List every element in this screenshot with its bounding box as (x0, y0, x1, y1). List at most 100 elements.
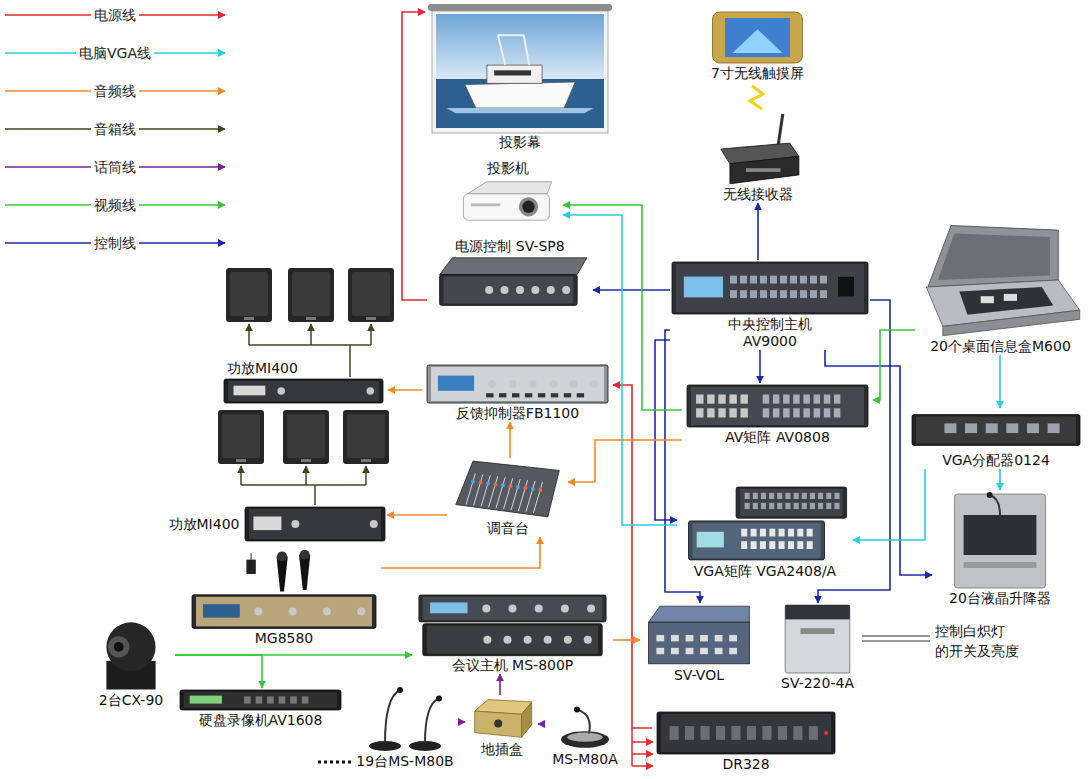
device-picture-part-part (526, 481, 535, 512)
device-picture-part-part (740, 489, 843, 516)
device-picture-part-part (790, 276, 797, 284)
device-picture-part-part (529, 380, 537, 388)
device-label: MG8580 (187, 630, 381, 647)
device-node: MG8580 (187, 550, 381, 647)
device-picture-part-part (769, 493, 774, 499)
device-picture-part-part (485, 286, 493, 294)
device-picture-part-part (267, 696, 274, 703)
power-feed (631, 728, 633, 766)
device-picture-part-part (770, 276, 777, 284)
device-picture-part-part (254, 608, 262, 616)
speaker-wire (310, 324, 312, 345)
device-node: 地插盒 (465, 695, 538, 758)
cable-connector (175, 655, 262, 688)
device-picture-part-part (731, 726, 740, 740)
device-label: 会议主机 MS-800P (412, 657, 613, 674)
device-label: MS-M80A (542, 751, 628, 768)
device-picture-part-part (769, 529, 775, 537)
device-picture-part-part (761, 493, 766, 499)
device-picture-part-part (499, 393, 506, 397)
device-picture-part-part (367, 387, 375, 395)
device-picture-part-part (574, 707, 580, 713)
device-picture-part-part (180, 690, 341, 710)
device-picture-part (935, 490, 1065, 590)
device-node: 中央控制主机 AV9000 (670, 260, 870, 350)
device-picture-part-part (670, 726, 679, 740)
device-picture-part-part (516, 286, 524, 294)
device-picture-part-part (770, 290, 777, 298)
device-node: SV-220-4A (772, 603, 863, 692)
device-picture-part-part (959, 287, 1053, 315)
device-picture-part-part (440, 258, 587, 275)
device-picture-part (910, 408, 1082, 452)
device-picture-part-part (498, 35, 505, 65)
device-picture (682, 383, 873, 429)
device-picture-part-part (745, 503, 750, 509)
device-picture-part-part (691, 387, 864, 425)
device-picture-part-part (715, 648, 723, 654)
device-picture-part-part (524, 636, 532, 644)
device-picture-part-part (912, 415, 1080, 446)
device-picture (542, 705, 628, 751)
device-picture-part-part (323, 608, 331, 616)
device-picture-part-part (838, 277, 854, 297)
device-node: MS-M80A (542, 705, 628, 768)
speaker (218, 410, 264, 464)
device-picture-part-part (763, 395, 770, 404)
device-picture-part-part (790, 290, 797, 298)
device-label: 投影幕 (425, 134, 615, 151)
device-picture-part-part (740, 290, 747, 298)
device-picture-part-part (427, 365, 608, 403)
device-picture-part-part (778, 726, 787, 740)
device-picture-part-part (773, 395, 780, 404)
device-picture-part-part (729, 648, 737, 654)
device-picture (652, 710, 840, 756)
speaker-group (218, 268, 394, 464)
device-picture-part-part (436, 695, 442, 701)
device-picture-part-part (741, 408, 748, 417)
device-picture-part (685, 383, 870, 429)
device-picture-part (450, 458, 565, 520)
device-picture-part (643, 603, 755, 667)
device-picture-part (425, 363, 610, 405)
device-picture-part-part (244, 696, 251, 703)
device-picture-part-part (468, 182, 552, 194)
device-node: 20台液晶升降器 (932, 490, 1068, 607)
device-picture-part-part (370, 520, 378, 528)
device-picture-part-part (465, 82, 575, 108)
device-picture-part (655, 710, 837, 756)
device-label: 反馈抑制器FB1100 (422, 405, 613, 422)
cable-connector (613, 639, 640, 641)
device-picture-part-part (523, 486, 527, 490)
device-picture-part-part (747, 726, 756, 740)
device-picture-part (222, 377, 385, 405)
device-picture (640, 603, 758, 667)
device-picture-part-part (834, 408, 841, 417)
device-picture-part-part (810, 493, 815, 499)
device-picture-part-part (385, 690, 400, 743)
cable-connector (509, 422, 511, 458)
device-picture-part-part (760, 276, 767, 284)
speaker-wire (248, 324, 250, 345)
device-picture-part-part (810, 290, 817, 298)
device-picture-part-part (516, 485, 520, 489)
device-picture-part-part (656, 635, 664, 641)
device-picture-part-part (251, 553, 252, 559)
device-picture-part-part (718, 395, 725, 404)
device-picture-part-part (761, 503, 766, 509)
device-picture-part-part (561, 604, 569, 612)
device-picture-part-part (760, 290, 767, 298)
device-picture-part-part (700, 635, 708, 641)
device-picture-part-part (696, 395, 703, 404)
speaker (348, 268, 394, 322)
device-picture-part-part (423, 624, 602, 656)
device-picture-part-part (203, 604, 240, 617)
device-picture-part-part (809, 726, 818, 740)
device-picture-part-part (730, 156, 799, 183)
device-picture-part-part (436, 79, 604, 128)
device-picture-part-part (289, 608, 297, 616)
device-picture-part-part (793, 726, 802, 740)
device-picture-part-part (518, 480, 527, 511)
speaker-wire (241, 324, 371, 505)
